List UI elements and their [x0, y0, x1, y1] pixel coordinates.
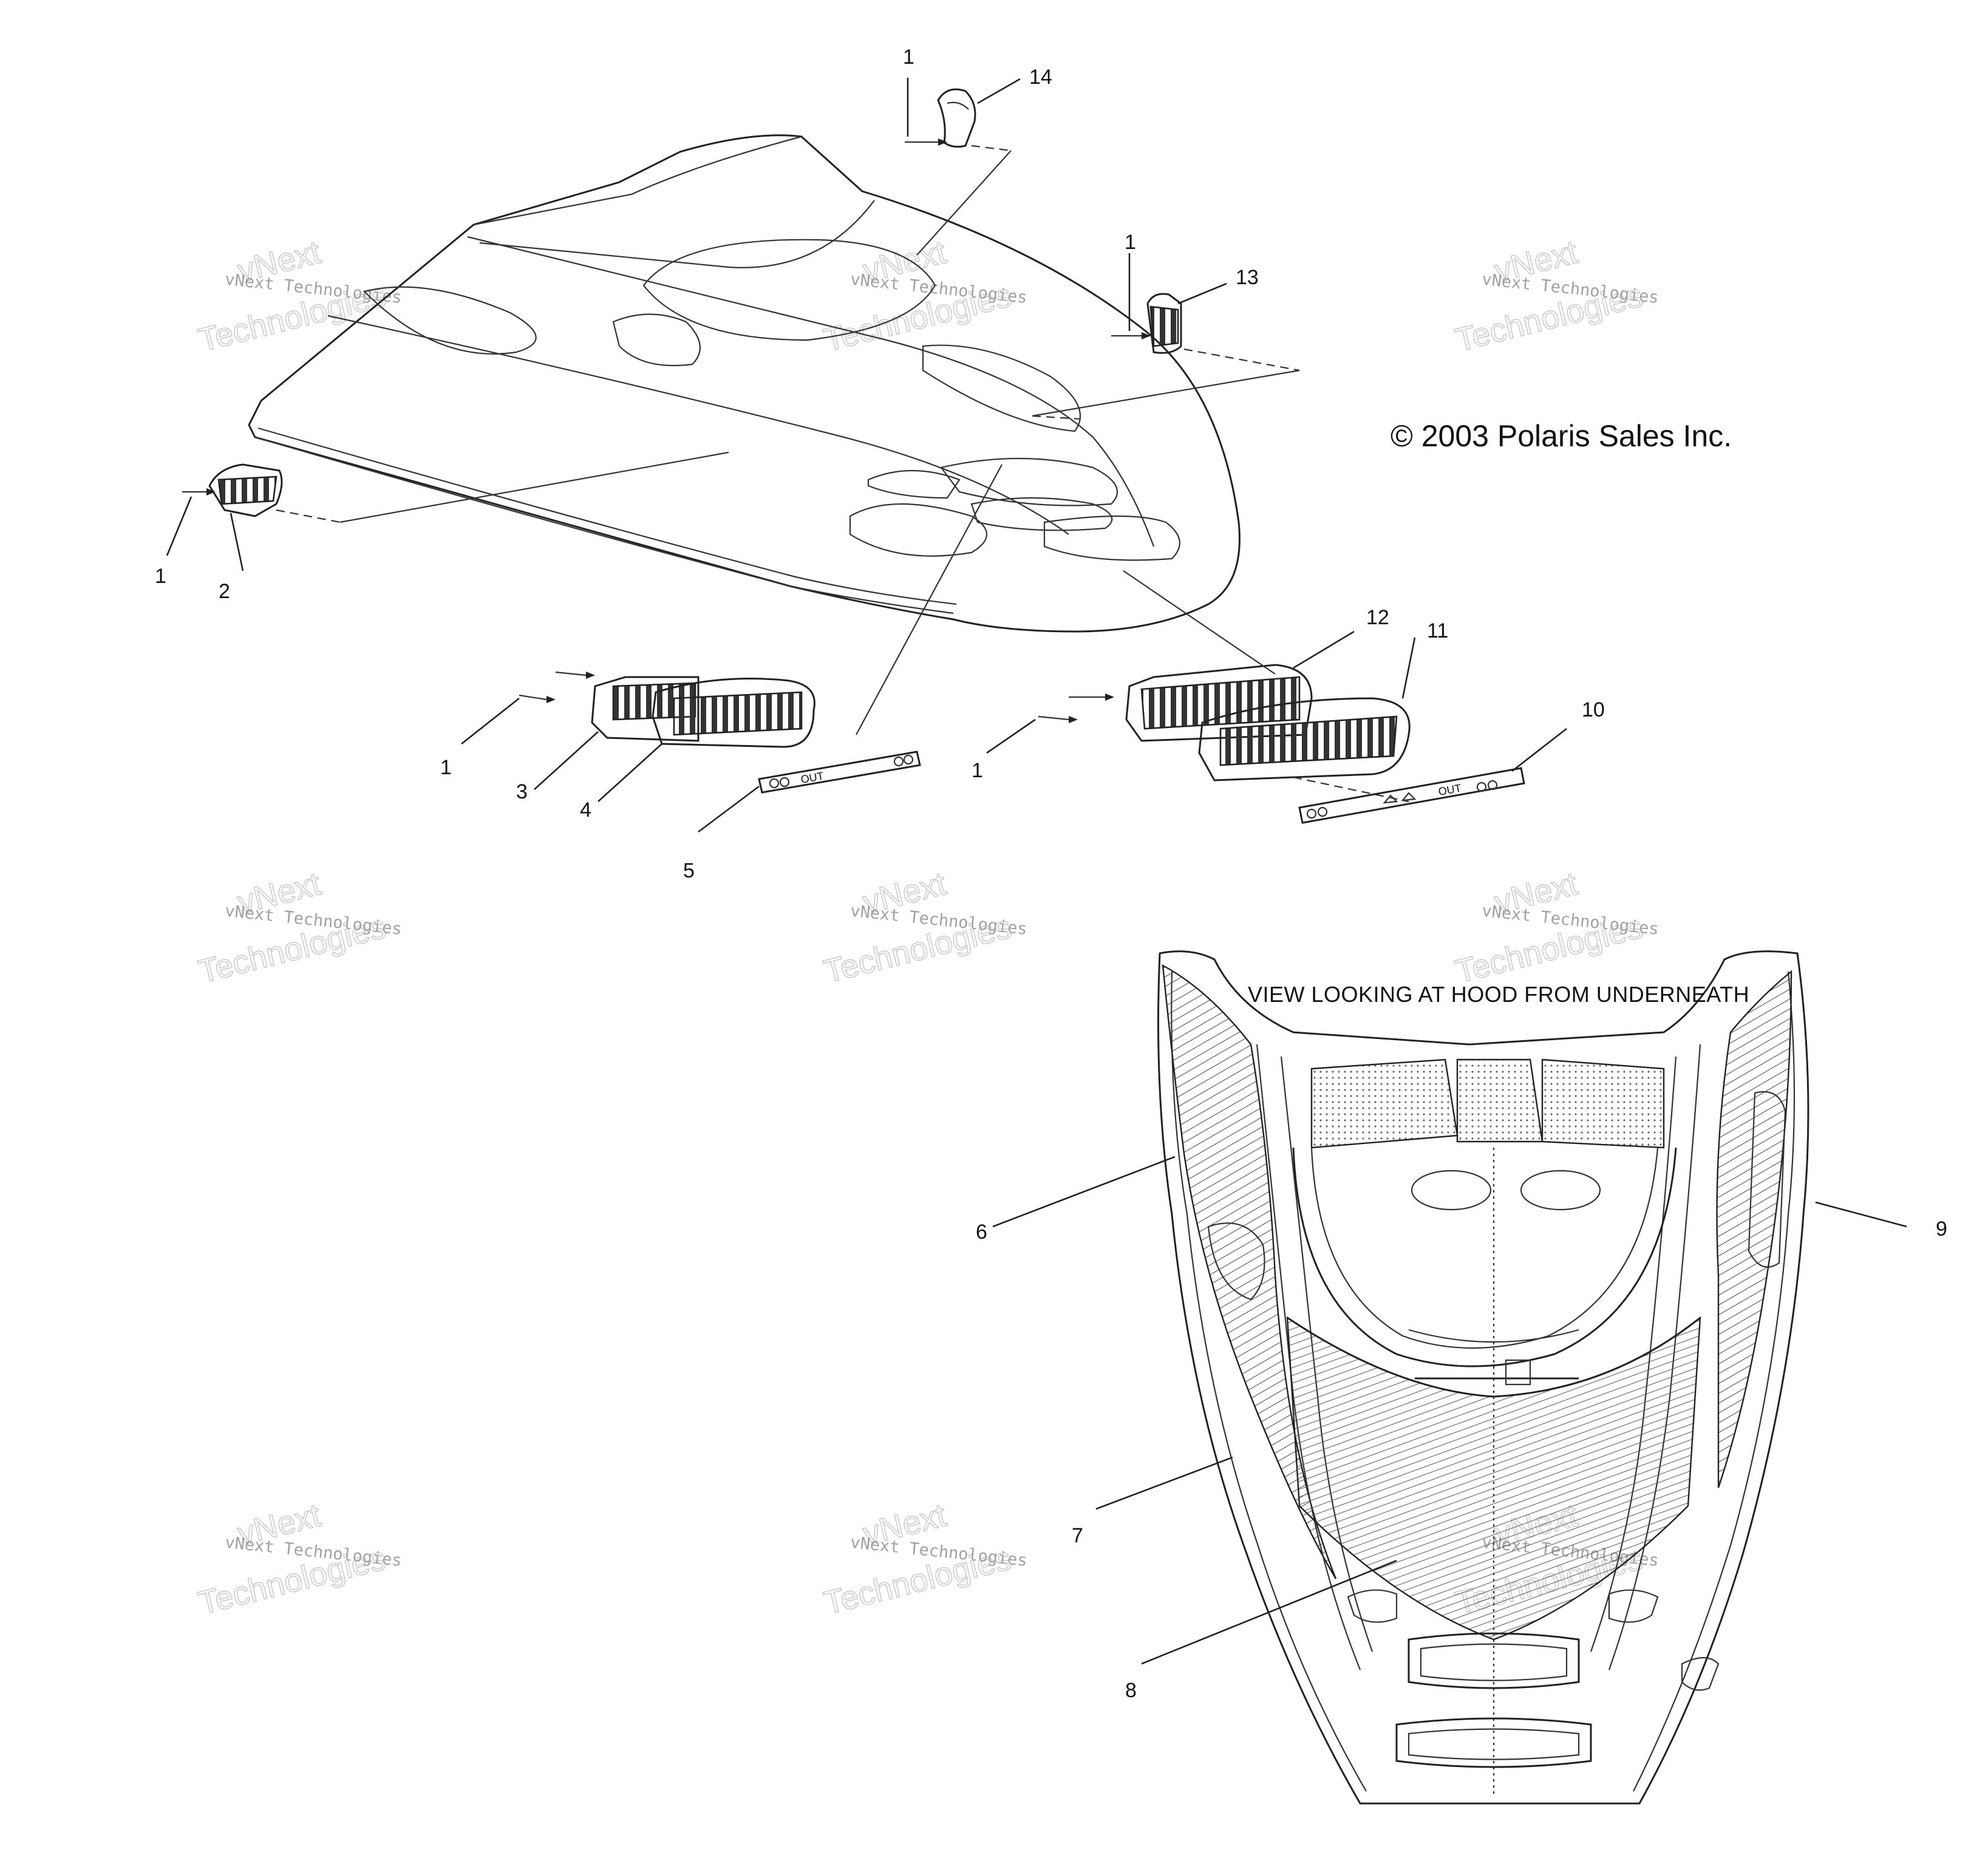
watermark-4: vNext vNext Technologies Technologies: [194, 865, 403, 990]
watermark-8: vNext vNext Technologies Technologies: [820, 1496, 1028, 1622]
callout-1-mid-left: 1: [440, 756, 452, 779]
callout-7: 7: [1072, 1524, 1083, 1547]
watermark-3: vNext vNext Technologies Technologies: [1451, 233, 1660, 359]
callout-11: 11: [1427, 619, 1448, 642]
callout-3: 3: [516, 780, 528, 803]
part-13-vent-cover: [1032, 253, 1300, 420]
callout-1-left: 1: [155, 565, 166, 588]
watermark-2: vNext vNext Technologies Technologies: [820, 233, 1028, 359]
watermark-1: vNext vNext Technologies Technologies: [194, 233, 403, 359]
part-4-grille-left-outer: [597, 678, 815, 802]
callout-9: 9: [1936, 1217, 1947, 1241]
callouts: 1 14 1 13 1 2 12 11 10 1 3 4 5 1 6 7 8 9: [155, 46, 1947, 1702]
part-3-grille-left-inner: [461, 671, 700, 790]
part-2-side-vent: [166, 451, 729, 571]
callout-12: 12: [1366, 606, 1389, 629]
view-label: VIEW LOOKING AT HOOD FROM UNDERNEATH: [1248, 982, 1749, 1007]
watermark-6: vNext vNext Technologies Technologies: [1451, 865, 1660, 990]
callout-2: 2: [219, 580, 230, 603]
callout-10: 10: [1582, 698, 1605, 721]
watermark-7: vNext vNext Technologies Technologies: [194, 1496, 403, 1622]
copyright-text: © 2003 Polaris Sales Inc.: [1391, 419, 1732, 453]
callout-1-top: 1: [903, 46, 914, 69]
part-14-vent-cover: [905, 78, 1021, 256]
callout-8: 8: [1125, 1679, 1137, 1702]
part-11-grille-right-outer: [1198, 637, 1416, 803]
hood-top-view: [248, 134, 1241, 633]
callout-6: 6: [976, 1221, 987, 1244]
watermark-5: vNext vNext Technologies Technologies: [820, 865, 1028, 990]
callout-1-mid-right: 1: [972, 759, 983, 782]
callout-5: 5: [683, 859, 695, 882]
callout-13: 13: [1236, 266, 1259, 289]
hood-underside-view: VIEW LOOKING AT HOOD FROM UNDERNEATH: [992, 950, 1907, 1805]
part-10-decal-strip: OUT: [1298, 727, 1567, 824]
callout-14: 14: [1029, 66, 1052, 89]
callout-4: 4: [580, 798, 591, 822]
callout-1-right: 1: [1125, 231, 1136, 254]
